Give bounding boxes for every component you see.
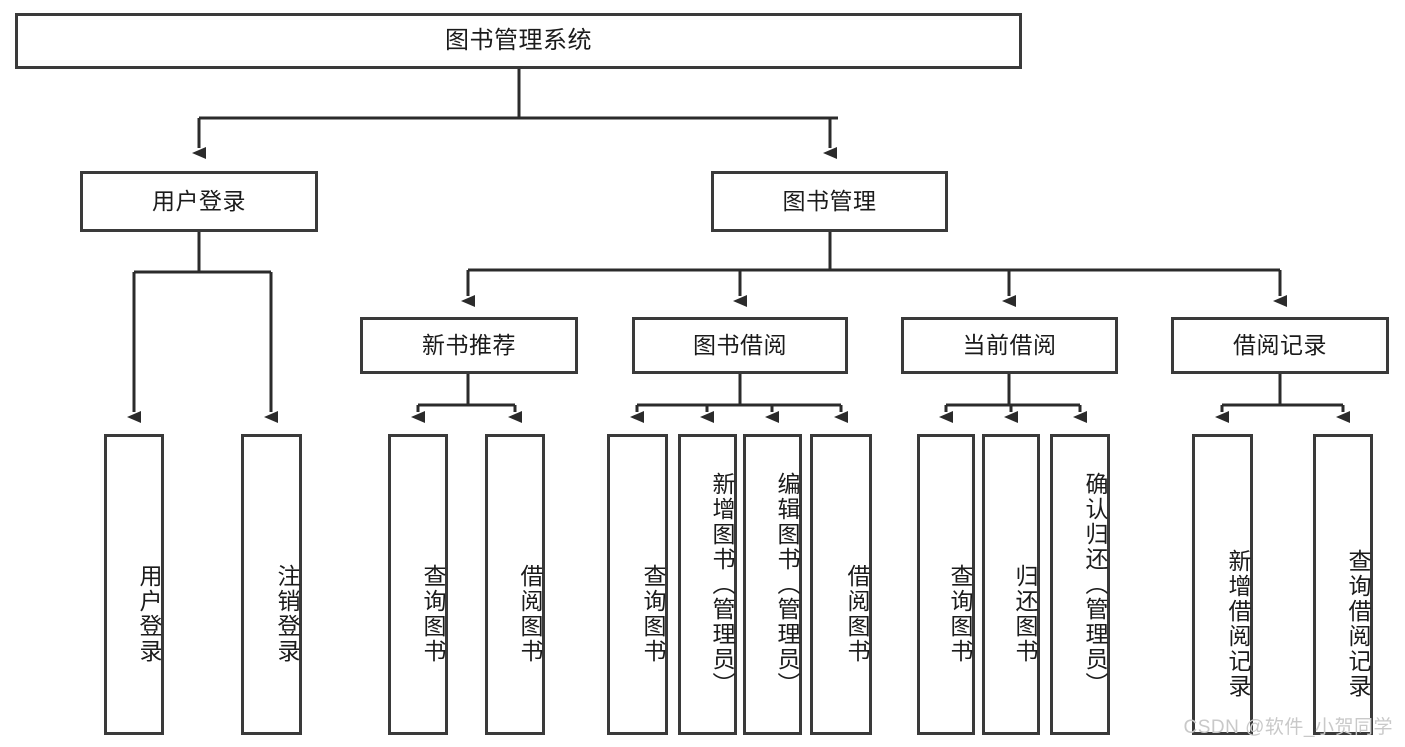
node-book-borrow[interactable]: 图书借阅 <box>632 317 848 374</box>
leaf-add-borrow-record-label: 新增借阅记录 <box>1225 548 1251 699</box>
node-borrow-record[interactable]: 借阅记录 <box>1171 317 1389 374</box>
leaf-confirm-return-admin[interactable]: 确认归还（管理员） <box>1050 434 1110 735</box>
leaf-query-book-3-label: 查询图书 <box>947 563 973 664</box>
leaf-query-book-2-label: 查询图书 <box>640 563 666 664</box>
node-root[interactable]: 图书管理系统 <box>15 13 1022 69</box>
leaf-add-borrow-record[interactable]: 新增借阅记录 <box>1192 434 1253 735</box>
node-user-login-label: 用户登录 <box>152 188 246 215</box>
leaf-edit-book-admin[interactable]: 编辑图书（管理员） <box>743 434 802 735</box>
node-current-borrow-label: 当前借阅 <box>962 332 1057 359</box>
leaf-borrow-book-2-label: 借阅图书 <box>844 563 870 664</box>
leaf-logout[interactable]: 注销登录 <box>241 434 302 735</box>
leaf-borrow-book-2[interactable]: 借阅图书 <box>810 434 872 735</box>
leaf-return-book[interactable]: 归还图书 <box>982 434 1040 735</box>
leaf-query-borrow-record[interactable]: 查询借阅记录 <box>1313 434 1373 735</box>
node-book-management-label: 图书管理 <box>782 188 877 215</box>
leaf-query-book-1-label: 查询图书 <box>420 563 446 664</box>
node-user-login[interactable]: 用户登录 <box>80 171 318 232</box>
leaf-query-borrow-record-label: 查询借阅记录 <box>1345 548 1371 699</box>
leaf-logout-label: 注销登录 <box>274 563 300 664</box>
leaf-query-book-2[interactable]: 查询图书 <box>607 434 668 735</box>
leaf-confirm-return-admin-label: 确认归还（管理员） <box>1082 472 1108 697</box>
node-current-borrow[interactable]: 当前借阅 <box>901 317 1118 374</box>
leaf-user-login[interactable]: 用户登录 <box>104 434 164 735</box>
leaf-add-book-admin-label: 新增图书（管理员） <box>709 472 735 697</box>
node-borrow-record-label: 借阅记录 <box>1233 332 1327 359</box>
node-root-label: 图书管理系统 <box>445 27 592 55</box>
leaf-edit-book-admin-label: 编辑图书（管理员） <box>774 472 800 697</box>
node-book-borrow-label: 图书借阅 <box>693 332 787 359</box>
node-book-management[interactable]: 图书管理 <box>711 171 948 232</box>
watermark: CSDN @软件_小贺同学 <box>1183 717 1393 738</box>
leaf-query-book-1[interactable]: 查询图书 <box>388 434 448 735</box>
node-new-book-recommend-label: 新书推荐 <box>422 332 516 359</box>
leaf-query-book-3[interactable]: 查询图书 <box>917 434 975 735</box>
leaf-borrow-book-1-label: 借阅图书 <box>517 563 543 664</box>
node-new-book-recommend[interactable]: 新书推荐 <box>360 317 578 374</box>
leaf-user-login-label: 用户登录 <box>136 563 162 664</box>
leaf-return-book-label: 归还图书 <box>1012 563 1038 664</box>
leaf-borrow-book-1[interactable]: 借阅图书 <box>485 434 545 735</box>
leaf-add-book-admin[interactable]: 新增图书（管理员） <box>678 434 737 735</box>
